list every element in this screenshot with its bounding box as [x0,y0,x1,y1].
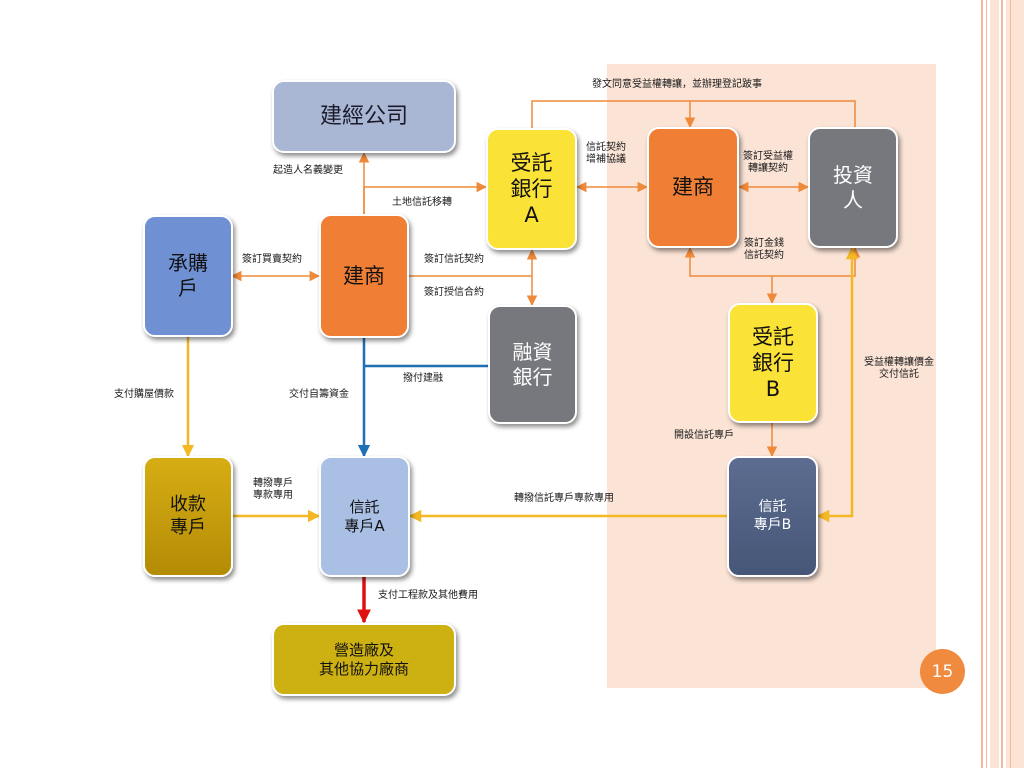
label-sign-trust-contract: 簽訂信託契約 [424,254,484,265]
financing-bank-node: 融資 銀行 [488,305,577,424]
label-builder-name-change: 起造人名義變更 [273,165,343,176]
investor-node: 投資 人 [808,127,898,248]
edge-stripe-3 [990,0,999,768]
label-sign-beneficiary-transfer: 簽訂受益權 轉讓契約 [743,151,793,174]
trust-account-b-label: 信託 專戶B [753,499,792,533]
label-sign-credit-contract: 簽訂授信合約 [424,287,484,298]
label-disburse-financing: 撥付建融 [403,373,443,384]
contractors-node: 營造廠及 其他協力廠商 [272,623,456,696]
label-pay-construction: 支付工程款及其他費用 [378,590,478,601]
label-transfer-special-use: 轉撥專戶 專款專用 [253,478,293,501]
builder-left-node: 建商 [319,214,409,338]
label-consent-transfer: 發文同意受益權轉讓，並辦理登記跛事 [592,79,762,90]
label-beneficiary-transfer-price: 受益權轉讓價金 交付信託 [864,357,934,380]
jianjing-company-node: 建經公司 [272,80,456,153]
label-land-trust-transfer: 土地信託移轉 [392,197,452,208]
trust-bank-b-node: 受託 銀行 B [728,303,818,423]
label-trust-contract-supplement: 信託契約 增補協議 [586,142,626,165]
label-open-trust-account: 開設信託專戶 [674,430,734,441]
label-pay-self-funds: 交付自籌資金 [289,389,349,400]
edge-stripe-1 [981,0,983,768]
investor-label: 投資 人 [833,162,873,212]
financing-bank-label: 融資 銀行 [512,339,553,389]
trust-bank-a-node: 受託 銀行 A [486,128,577,250]
label-pay-house-price: 支付購屋價款 [114,389,174,400]
trust-bank-a-label: 受託 銀行 A [510,150,553,228]
jianjing-company-label: 建經公司 [319,103,408,129]
edge-stripe-6 [1010,0,1011,768]
trust-bank-b-label: 受託 銀行 B [752,324,794,402]
buyer-node: 承購 戶 [143,215,233,337]
label-sign-money-trust: 簽訂金錢 信託契約 [744,238,784,261]
edge-stripe-2 [986,0,987,768]
label-sign-sales-contract: 簽訂買賣契約 [242,254,302,265]
line-investor-trustB [816,246,859,523]
trust-account-a-label: 信託 專戶A [344,497,385,535]
buyer-label: 承購 戶 [168,251,208,300]
edge-stripe-4 [1001,0,1003,768]
trust-account-b-node: 信託 專戶B [727,456,818,577]
page-number-badge: 15 [920,649,965,694]
collection-account-node: 收款 專戶 [143,456,233,577]
label-transfer-trust-special: 轉撥信託專戶專款專用 [514,493,614,504]
page-number: 15 [931,661,954,682]
collection-account-label: 收款 專戶 [170,494,206,538]
trust-account-a-node: 信託 專戶A [319,456,410,577]
builder-left-label: 建商 [343,263,385,288]
builder-right-node: 建商 [647,127,739,248]
builder-right-label: 建商 [672,175,714,200]
line-land-trust [363,181,488,214]
contractors-label: 營造廠及 其他協力廠商 [318,640,409,678]
line-consent-top [531,100,856,130]
